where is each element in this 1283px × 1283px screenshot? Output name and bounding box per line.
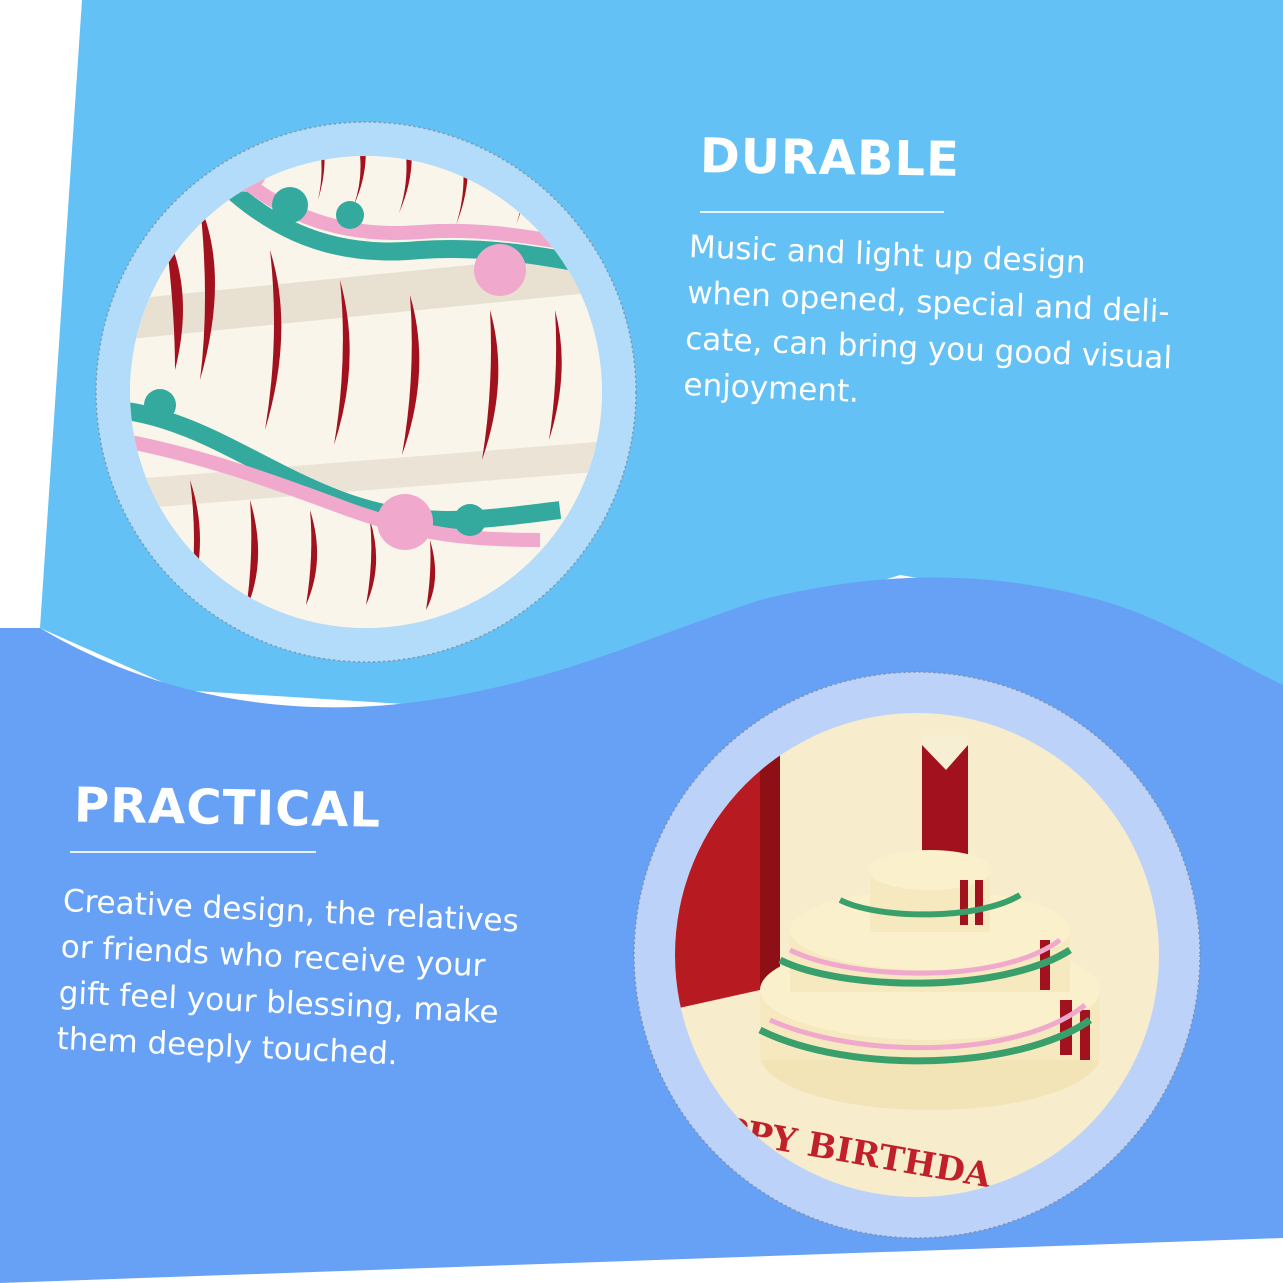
practical-divider [70,851,316,853]
durable-heading: DURABLE [699,128,961,188]
cake-closeup-photo [130,156,602,628]
practical-heading: PRACTICAL [73,777,382,839]
practical-description: Creative design, the relatives or friend… [55,882,520,1073]
durable-divider [700,211,944,213]
popup-cake-card-photo: PPY BIRTHDA [675,713,1159,1197]
durable-description: Music and light up design when opened, s… [682,228,1173,410]
